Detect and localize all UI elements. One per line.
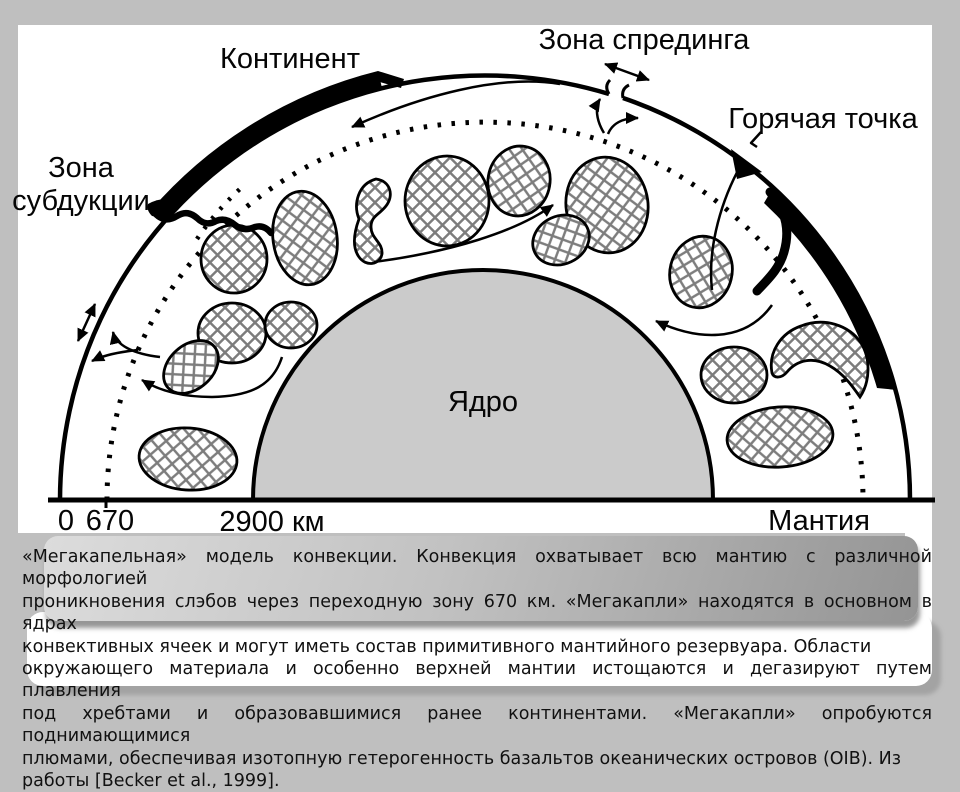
scale-2900km: 2900 км	[219, 506, 325, 538]
caption-line: плюмами, обеспечивая изотопную гетероген…	[22, 748, 902, 769]
convection-arrows	[76, 62, 774, 399]
scale-670: 670	[85, 505, 135, 537]
caption-white-card	[27, 612, 932, 686]
caption-line: проникновения слэбов через переходную зо…	[22, 591, 932, 635]
label-continent: Континент	[220, 43, 360, 75]
megadrop-blobs	[137, 144, 870, 492]
caption-line: «Мегакапельная» модель конвекции. Конвек…	[22, 547, 932, 590]
mantle-convection-diagram	[48, 62, 935, 508]
caption-line: окружающего материала и особенно верхней…	[22, 659, 932, 702]
label-hot-spot: Горячая точка	[728, 103, 918, 135]
core-shape	[250, 268, 716, 502]
label-mantle: Мантия	[768, 505, 870, 537]
scale-zero: 0	[57, 505, 75, 537]
subduction-line2: субдукции	[12, 185, 150, 217]
caption-line: под хребтами и образовавшимися ранее кон…	[22, 703, 932, 747]
slide: { "colors": { "slide_bg": "#bfbfbf", "pa…	[12, 24, 935, 792]
label-spreading-zone: Зона спрединга	[538, 24, 750, 56]
caption-line: работы [Becker et al., 1999].	[22, 771, 280, 792]
caption-gray-band	[44, 536, 918, 621]
caption-text: «Мегакапельная» модель конвекции. Конвек…	[22, 544, 932, 792]
subduction-line1: Зона	[48, 152, 114, 184]
caption-line: конвективных ячеек и могут иметь состав …	[22, 636, 872, 657]
subducting-slab-lines	[149, 131, 792, 296]
label-core: Ядро	[447, 386, 519, 418]
